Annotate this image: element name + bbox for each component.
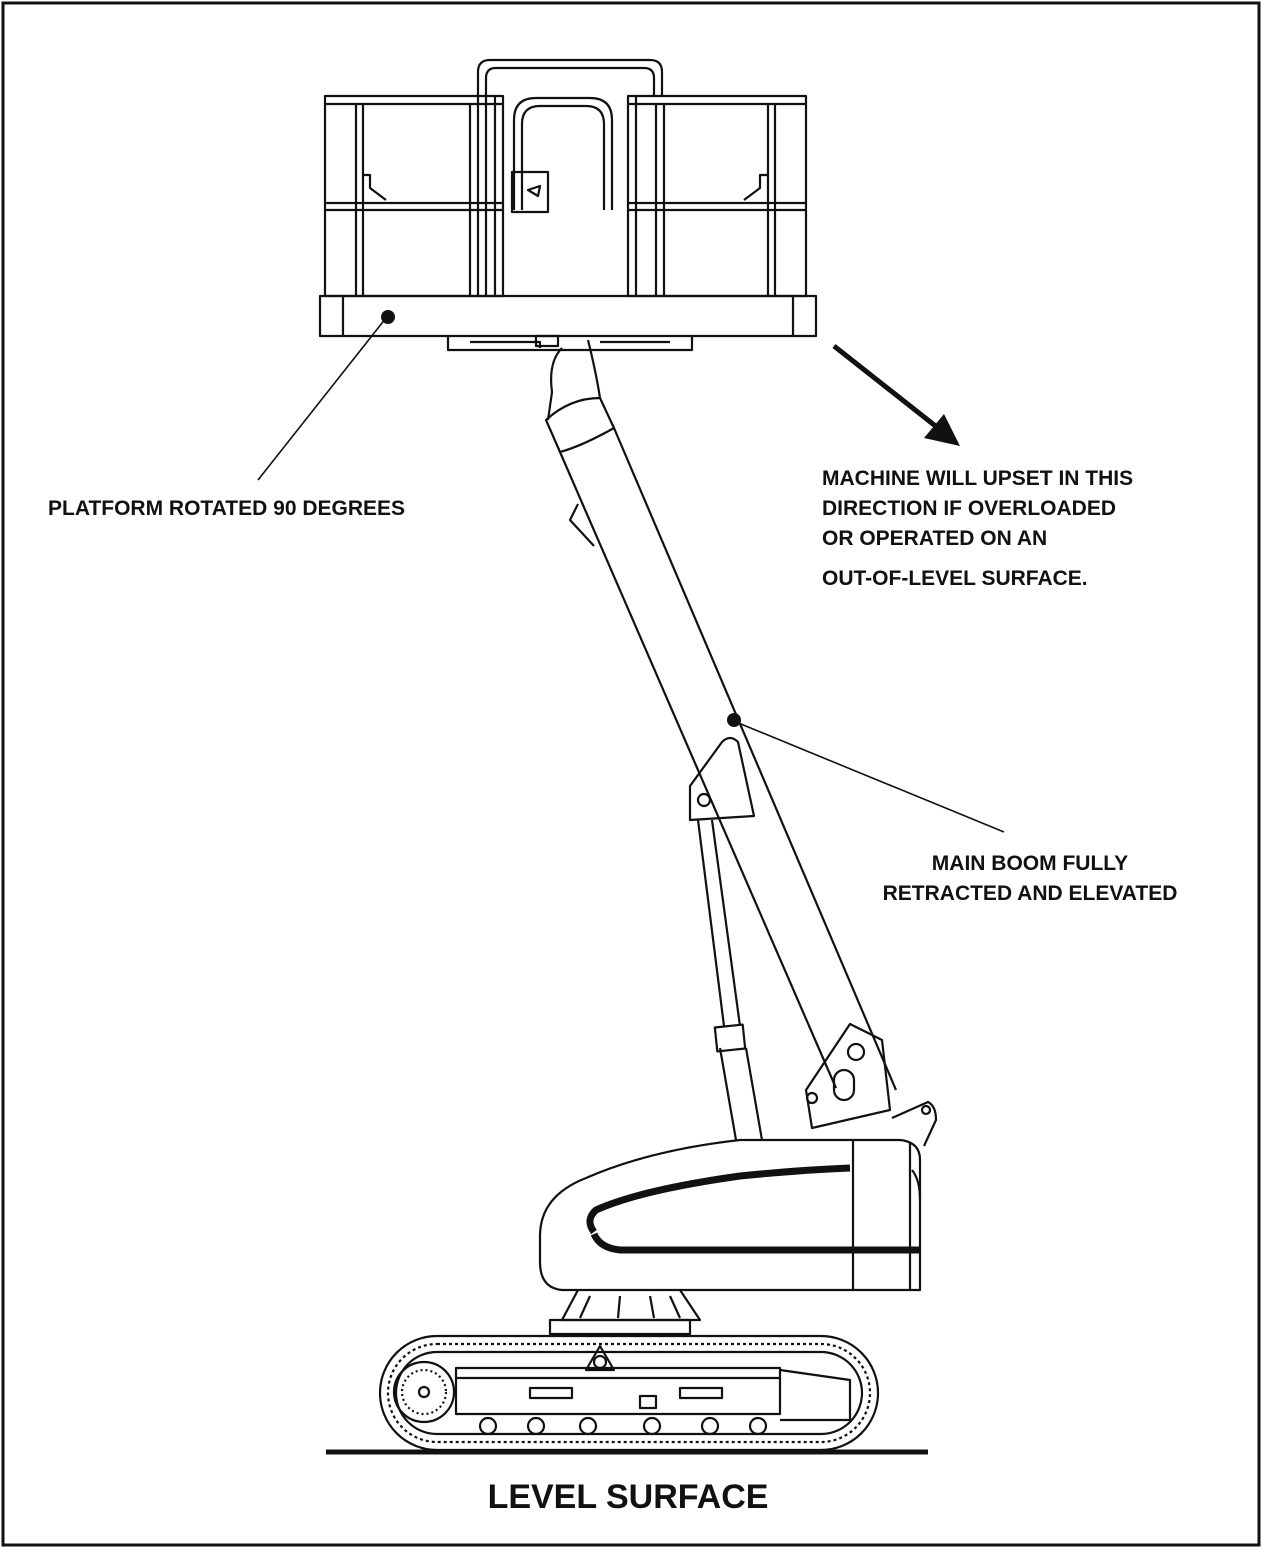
- upset-warning-line: OR OPERATED ON AN: [822, 527, 1047, 550]
- boom-label-line: MAIN BOOM FULLY: [932, 852, 1128, 875]
- platform-label: PLATFORM ROTATED 90 DEGREES: [48, 497, 405, 520]
- boom-label: MAIN BOOM FULLY RETRACTED AND ELEVATED: [883, 852, 1178, 905]
- upset-warning-line: MACHINE WILL UPSET IN THIS: [822, 467, 1133, 490]
- main-boom: [544, 339, 938, 1147]
- boom-label-line: RETRACTED AND ELEVATED: [883, 882, 1178, 905]
- turntable: [538, 1138, 922, 1336]
- platform-callout: [257, 310, 395, 481]
- track-undercarriage: [378, 1334, 880, 1452]
- platform-basket: [318, 58, 818, 352]
- callout-dot-icon: [727, 713, 741, 727]
- upset-warning-line: OUT-OF-LEVEL SURFACE.: [822, 567, 1088, 590]
- upset-warning-label: MACHINE WILL UPSET IN THIS DIRECTION IF …: [822, 467, 1133, 590]
- upset-direction-arrow-icon: [832, 344, 960, 446]
- boom-callout: [727, 713, 1005, 833]
- upset-warning-line: DIRECTION IF OVERLOADED: [822, 497, 1116, 520]
- level-surface-label: LEVEL SURFACE: [488, 1478, 769, 1516]
